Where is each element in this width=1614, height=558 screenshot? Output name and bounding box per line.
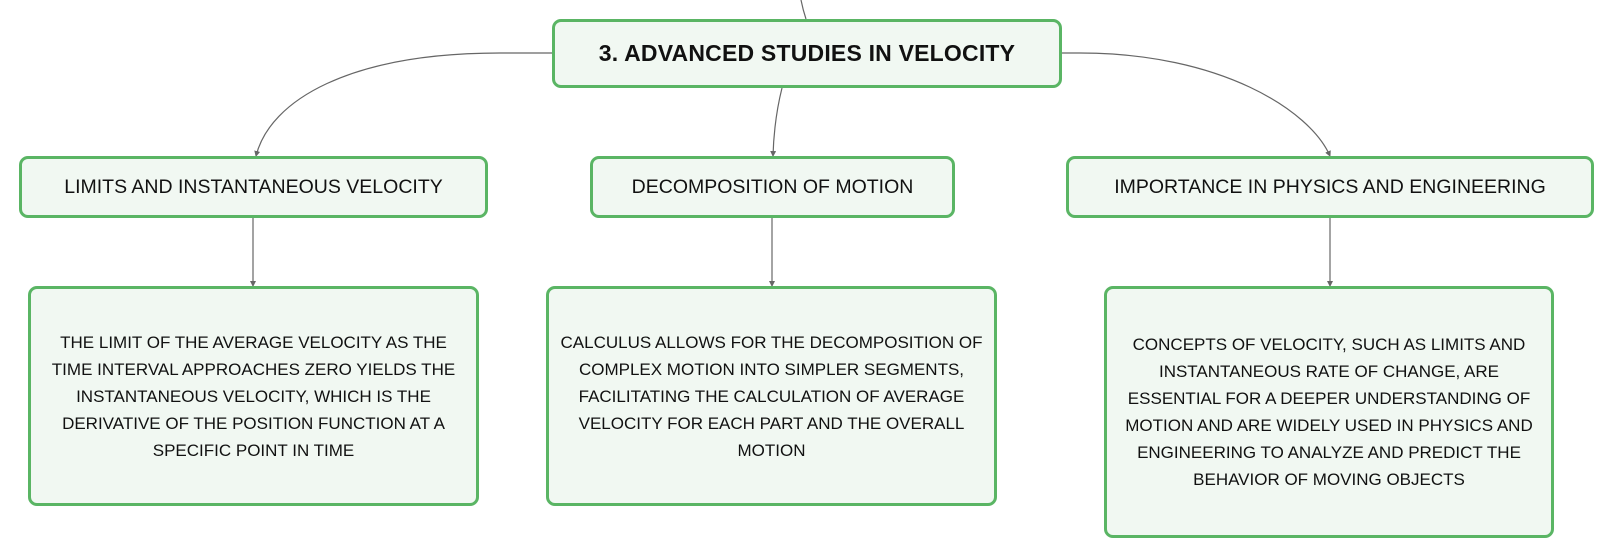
root-node[interactable]: 3. ADVANCED STUDIES IN VELOCITY bbox=[552, 19, 1062, 88]
root-node-label: 3. ADVANCED STUDIES IN VELOCITY bbox=[598, 40, 1016, 66]
topic-node-decomposition-of-motion[interactable]: DECOMPOSITION OF MOTION bbox=[590, 156, 955, 218]
topic-node-label: LIMITS AND INSTANTANEOUS VELOCITY bbox=[64, 175, 443, 198]
detail-node-text: CONCEPTS OF VELOCITY, SUCH AS LIMITS AND… bbox=[1125, 335, 1533, 489]
detail-node-decomposition[interactable]: CALCULUS ALLOWS FOR THE DECOMPOSITION OF… bbox=[546, 286, 997, 506]
detail-node-importance[interactable]: CONCEPTS OF VELOCITY, SUCH AS LIMITS AND… bbox=[1104, 286, 1554, 538]
topic-node-label: IMPORTANCE IN PHYSICS AND ENGINEERING bbox=[1114, 175, 1546, 198]
detail-node-text: THE LIMIT OF THE AVERAGE VELOCITY AS THE… bbox=[51, 332, 456, 460]
topic-node-label: DECOMPOSITION OF MOTION bbox=[631, 175, 914, 198]
connector-root-to-decomp bbox=[770, 87, 783, 157]
connector-root-to-importance bbox=[1062, 52, 1331, 157]
topic-node-limits-and-instantaneous-velocity[interactable]: LIMITS AND INSTANTANEOUS VELOCITY bbox=[19, 156, 488, 218]
topic-node-importance-in-physics-and-engineering[interactable]: IMPORTANCE IN PHYSICS AND ENGINEERING bbox=[1066, 156, 1594, 218]
detail-node-text: CALCULUS ALLOWS FOR THE DECOMPOSITION OF… bbox=[560, 332, 983, 460]
connector-parent-to-root bbox=[800, 0, 807, 20]
connector-root-to-limits bbox=[254, 52, 552, 157]
detail-node-limits[interactable]: THE LIMIT OF THE AVERAGE VELOCITY AS THE… bbox=[28, 286, 479, 506]
